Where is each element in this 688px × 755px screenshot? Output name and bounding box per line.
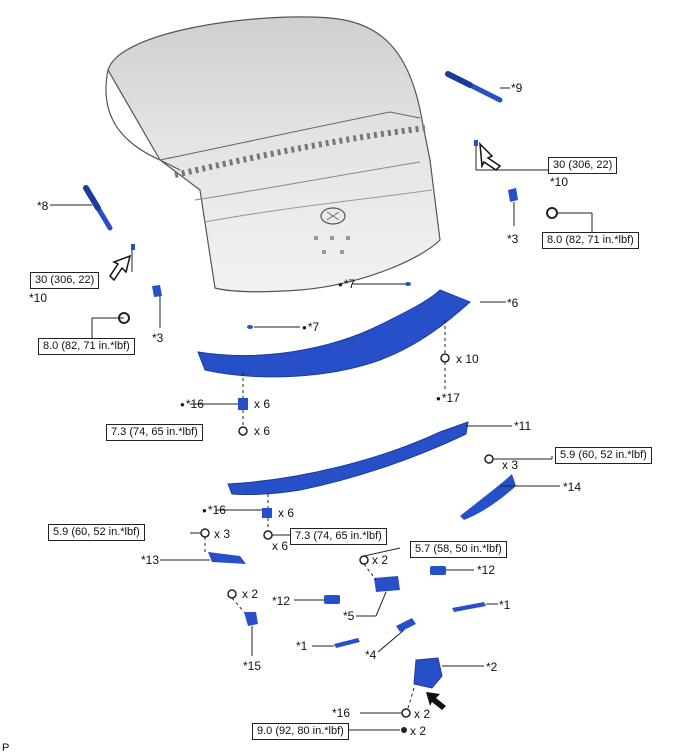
label-2: *2 — [486, 660, 498, 674]
clip-7-right — [405, 282, 411, 286]
torque-part-5: 5.7 (58, 50 in.*lbf) — [410, 541, 507, 558]
hinge-bolt-left — [131, 244, 135, 250]
nut-upper — [238, 426, 248, 436]
right-back-door-stay — [445, 71, 503, 103]
torque-right-hinge: 30 (306, 22) — [548, 157, 618, 174]
label-14: *14 — [563, 480, 582, 494]
view-arrow-bottom-icon — [426, 692, 446, 710]
label-10-left: *10 — [29, 291, 48, 305]
label-5: *5 — [343, 609, 355, 623]
torque-bottom-bolt: 9.0 (92, 80 in.*lbf) — [252, 723, 349, 740]
qty-x6-a: x 6 — [254, 397, 271, 411]
label-8: *8 — [37, 199, 49, 213]
bolt-bottom — [401, 727, 407, 733]
label-10-right: *10 — [550, 175, 569, 189]
label-6: *6 — [507, 296, 519, 310]
label-16-upper: *16 — [180, 397, 204, 413]
label-1-left: *1 — [296, 639, 308, 653]
qty-x6-b: x 6 — [254, 424, 271, 438]
label-3-left: *3 — [152, 331, 164, 345]
label-1-right: *1 — [499, 598, 511, 612]
qty-x2-15: x 2 — [242, 587, 259, 601]
label-16-bottom: *16 — [332, 706, 351, 720]
torque-right-bracket: 8.0 (82, 71 in.*lbf) — [542, 232, 639, 249]
qty-x6-c: x 6 — [278, 506, 295, 520]
label-17: *17 — [436, 391, 460, 407]
nut-middle — [263, 530, 273, 540]
label-11: *11 — [514, 419, 532, 433]
leader-lines — [50, 87, 593, 731]
clip-7-left — [247, 325, 253, 329]
part-12-left — [324, 595, 340, 604]
bolt-right — [546, 207, 558, 219]
label-7-right: *7 — [338, 277, 355, 293]
back-door-panel — [105, 16, 441, 293]
back-door-lower-garnish — [227, 421, 469, 496]
label-4: *4 — [365, 648, 377, 662]
view-arrow-right-icon — [479, 142, 502, 171]
left-back-door-stay — [83, 185, 113, 231]
qty-x3-right: x 3 — [502, 458, 519, 472]
stay-bracket-right — [508, 188, 518, 202]
part-14 — [460, 474, 516, 520]
nut-13 — [200, 528, 210, 538]
torque-left-bracket: 8.0 (82, 71 in.*lbf) — [38, 338, 135, 355]
label-7-left: *7 — [302, 320, 319, 336]
label-9: *9 — [511, 81, 523, 95]
part-2 — [413, 657, 443, 689]
qty-x3-left: x 3 — [214, 527, 231, 541]
part-13 — [208, 552, 246, 564]
view-arrow-left-icon — [109, 254, 132, 282]
hinge-bolt-right — [474, 140, 478, 146]
back-door-garnish — [197, 289, 471, 378]
qty-x2-nut: x 2 — [414, 707, 431, 721]
bracket-16-middle — [262, 508, 272, 518]
torque-part-14: 5.9 (60, 52 in.*lbf) — [555, 447, 652, 464]
part-4 — [396, 618, 416, 632]
torque-upper-nut: 7.3 (74, 65 in.*lbf) — [106, 424, 203, 441]
qty-x2-5: x 2 — [372, 553, 389, 567]
qty-x6-d: x 6 — [272, 539, 289, 553]
bracket-16-upper — [238, 398, 248, 410]
nut-15 — [227, 589, 237, 599]
nut-14 — [484, 454, 494, 464]
stay-bracket-left — [152, 285, 162, 297]
label-13: *13 — [141, 553, 160, 567]
part-5 — [374, 576, 400, 592]
label-3-right: *3 — [507, 232, 519, 246]
label-15: *15 — [243, 659, 262, 673]
part-12-right — [430, 566, 446, 575]
part-1-right — [452, 602, 486, 612]
part-15 — [244, 612, 258, 626]
nut-5 — [359, 555, 369, 565]
torque-left-hinge: 30 (306, 22) — [30, 272, 100, 289]
torque-part-13: 5.9 (60, 52 in.*lbf) — [48, 524, 145, 541]
nut-17 — [440, 353, 450, 363]
torque-middle-nut: 7.3 (74, 65 in.*lbf) — [290, 528, 387, 545]
qty-x10: x 10 — [456, 352, 479, 366]
label-12-right: *12 — [477, 563, 496, 577]
qty-x2-bolt: x 2 — [410, 724, 427, 738]
page-marker: P — [2, 742, 10, 754]
label-12-left: *12 — [272, 594, 291, 608]
part-1-left — [334, 638, 360, 648]
nut-16-bottom — [401, 708, 411, 718]
label-16-middle: *16 — [202, 503, 226, 519]
